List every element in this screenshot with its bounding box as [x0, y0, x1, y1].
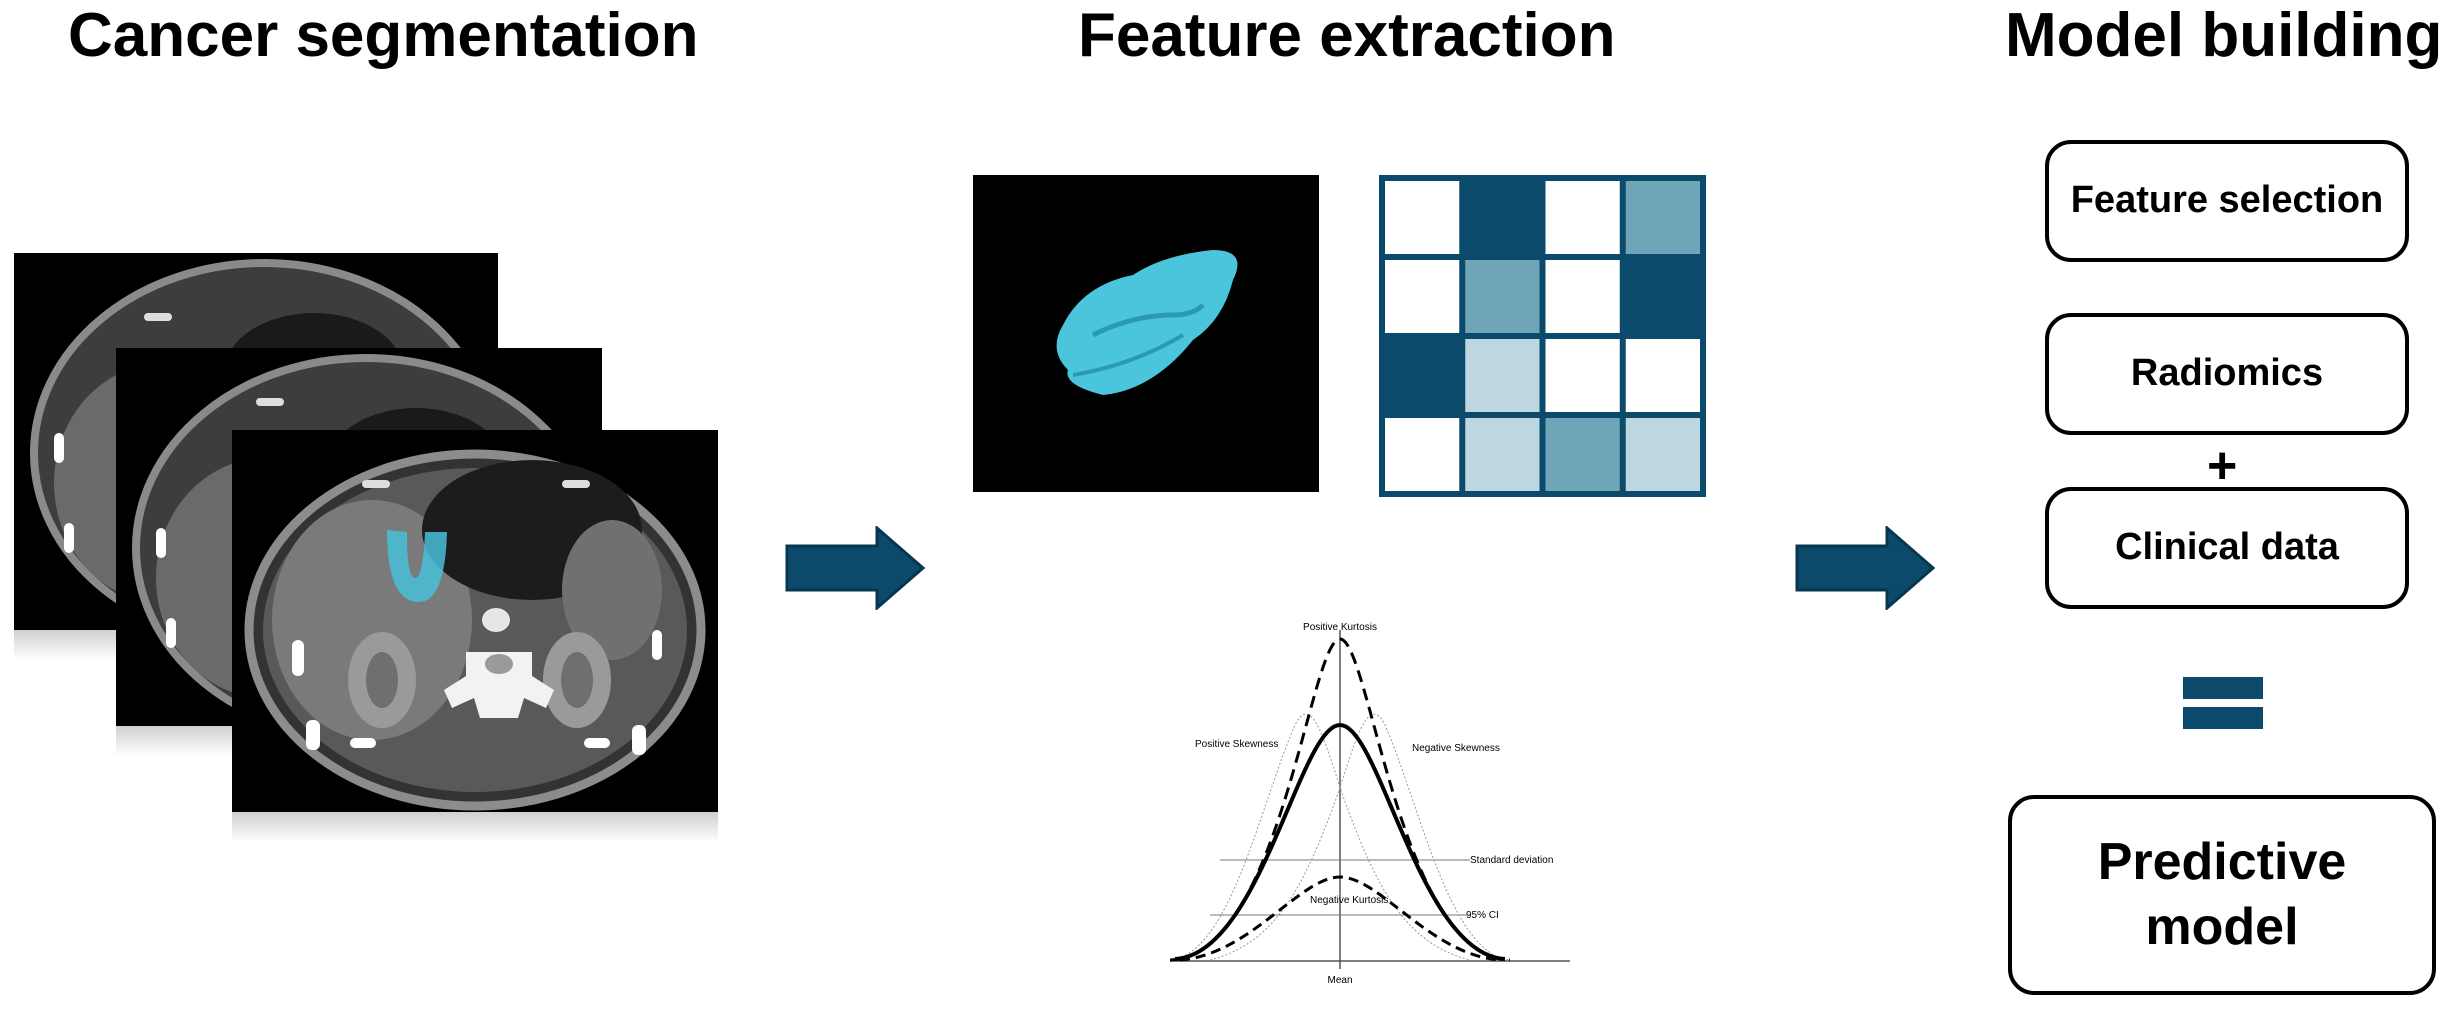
texture-matrix — [1379, 175, 1706, 497]
label-negative-skewness: Negative Skewness — [1412, 743, 1500, 754]
texture-matrix-cell — [1465, 339, 1540, 412]
texture-matrix-cell — [1385, 418, 1460, 491]
title-model-building: Model building — [2005, 1, 2443, 70]
texture-matrix-cell — [1465, 418, 1540, 491]
feature-selection-box: Feature selection — [2045, 140, 2409, 262]
equals-icon-top — [2183, 677, 2263, 699]
texture-matrix-cell — [1545, 260, 1620, 333]
arrow-right-icon — [785, 526, 926, 610]
tumor-3d-render — [973, 175, 1319, 492]
texture-matrix-cell — [1625, 181, 1700, 254]
tumor-segmentation-mask — [387, 530, 447, 603]
texture-matrix-cell — [1625, 260, 1700, 333]
texture-matrix-cell — [1385, 339, 1460, 412]
texture-matrix-cell — [1625, 339, 1700, 412]
arrow-right-icon — [1795, 526, 1936, 610]
title-cancer-segmentation: Cancer segmentation — [68, 1, 699, 70]
title-feature-extraction: Feature extraction — [1078, 1, 1616, 70]
equals-icon-bottom — [2183, 707, 2263, 729]
texture-matrix-cell — [1545, 418, 1620, 491]
texture-matrix-cell — [1625, 418, 1700, 491]
label-95-ci: 95% CI — [1466, 910, 1499, 921]
label-standard-deviation: Standard deviation — [1470, 855, 1553, 866]
label-positive-kurtosis: Positive Kurtosis — [1303, 622, 1377, 633]
texture-matrix-cell — [1545, 339, 1620, 412]
ct-reflection-front — [232, 812, 718, 842]
label-mean: Mean — [1327, 975, 1352, 986]
texture-matrix-cell — [1385, 181, 1460, 254]
distribution-curves-plot: Positive Kurtosis Positive Skewness Nega… — [1169, 622, 1570, 986]
radiomics-box: Radiomics — [2045, 313, 2409, 435]
ct-slice-front — [232, 430, 718, 812]
label-positive-skewness: Positive Skewness — [1195, 739, 1278, 750]
texture-matrix-cell — [1465, 181, 1540, 254]
texture-matrix-cell — [1465, 260, 1540, 333]
label-negative-kurtosis: Negative Kurtosis — [1310, 895, 1388, 906]
clinical-data-box: Clinical data — [2045, 487, 2409, 609]
texture-matrix-cell — [1385, 260, 1460, 333]
plus-icon: + — [2207, 437, 2238, 495]
texture-matrix-cell — [1545, 181, 1620, 254]
predictive-model-box: Predictive model — [2008, 795, 2436, 995]
